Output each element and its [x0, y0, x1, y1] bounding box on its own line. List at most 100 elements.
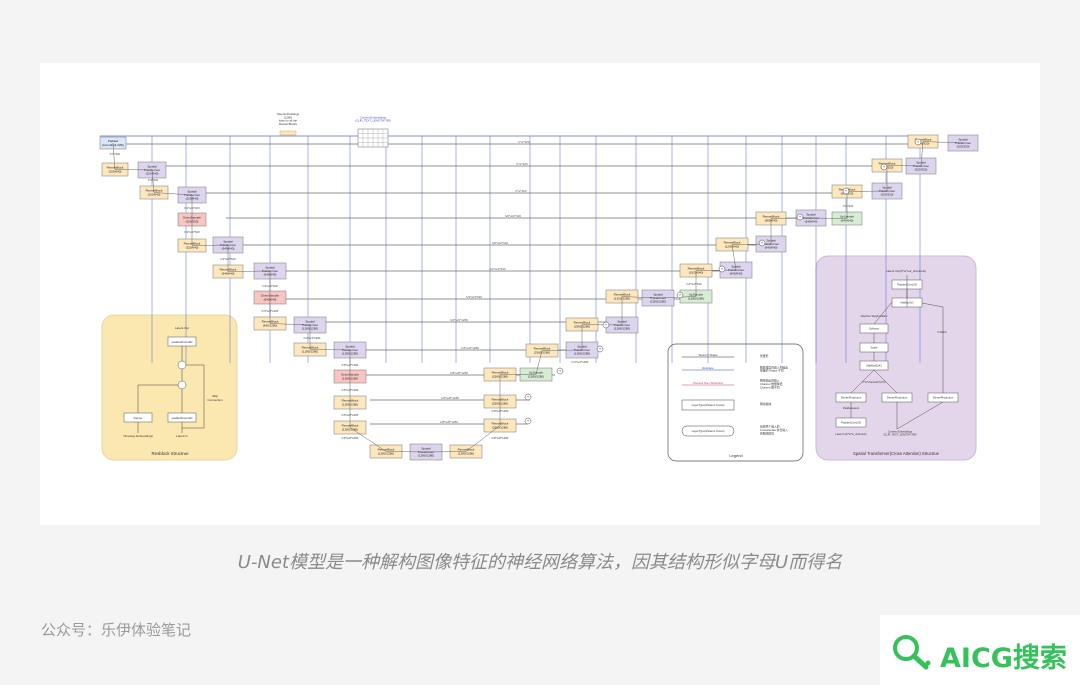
- chain-arrow: [114, 169, 153, 171]
- resblock-panel-title: Resblock Structrue: [151, 451, 189, 456]
- chain-arrow: [541, 349, 583, 351]
- skip-shape-label: h/2*w/2*640: [492, 241, 509, 245]
- resblock-padded-conv-bottom-label: paddedConv2D: [172, 416, 194, 420]
- shape-label: h/2*w/2*640: [220, 257, 236, 261]
- chain-arrow: [153, 192, 193, 196]
- legend-description: 数据维度在输入到输出张量的 Shape 不同: [760, 365, 788, 372]
- shape-label: h*w*320: [843, 204, 854, 208]
- context-embedding-label: Context Embeddings(CLIP_TEXT_LENGTH*768): [355, 115, 391, 122]
- block-label-rb2: ResnetBlock(320/640): [146, 189, 163, 197]
- skip-shape-label: h/2*w/2*640: [489, 267, 506, 271]
- spatial-box-label-softmax: Softmax: [869, 327, 880, 331]
- resblock-add-node: [177, 360, 187, 370]
- concat-plus: +: [559, 368, 562, 373]
- chain-arrow: [695, 269, 737, 271]
- chain-arrow: [810, 217, 848, 219]
- concat-plus: +: [883, 164, 886, 169]
- shape-label: h/2*w/2*320: [184, 206, 200, 210]
- block-label-urb2: ResnetBlock(2560/1280): [492, 398, 509, 406]
- block-label-urb4: ResnetBlock(2560/1280): [534, 347, 551, 355]
- concat-node: [718, 265, 726, 273]
- unet-diagram: h*w*320 h*w*320 h*w*320 h/2*w/2*320 h/2*w/2*…: [99, 112, 979, 462]
- chain-arrow: [581, 324, 623, 326]
- chain-arrow: [922, 141, 964, 144]
- shape-label: h/4*w/4*1280: [262, 309, 279, 313]
- chain-arrow: [349, 427, 387, 452]
- skip-shape-label: h*w*320: [515, 189, 527, 193]
- concat-plus: +: [917, 139, 920, 144]
- concat-plus: +: [761, 240, 764, 245]
- resblock-panel: [101, 314, 238, 461]
- chain-arrow: [731, 244, 737, 271]
- concat-node: [676, 291, 684, 299]
- concat-node: [524, 417, 532, 425]
- chain-arrow: [846, 190, 888, 192]
- spatial-box-label-dense3: DenseProjection: [933, 396, 954, 400]
- skip-shape-label: h*w*320: [518, 140, 530, 144]
- block-label-urb8: ResnetBlock(1280/640): [724, 241, 741, 249]
- concat-node: [842, 187, 850, 195]
- block-label-mrb2: ResnetBlock(1280/1280): [458, 448, 475, 456]
- skip-shape-label: h/2*w/2*320: [505, 214, 522, 218]
- shape-label: h/2*w/2*640: [184, 230, 200, 234]
- legend-sample: Tensor's Shape: [698, 353, 718, 357]
- shape-label: h/8*w/8*1280: [342, 436, 359, 440]
- shape-label: h/4*w/4*1280: [304, 336, 321, 340]
- shape-label: h/8*w/8*1280: [492, 409, 509, 413]
- chain-arrow: [151, 169, 155, 193]
- legend-sample: LayerType(Params Count): [692, 429, 725, 433]
- chain-arrow: [112, 142, 116, 170]
- spatial-panel-title: Spatial Transformer(Cross Attention) Str…: [853, 451, 940, 456]
- resblock-add-node: [177, 380, 187, 390]
- concat-plus: +: [845, 188, 848, 193]
- chain-arrow: [425, 451, 467, 453]
- concat-node: [556, 367, 564, 375]
- block-label-rb4: ResnetBlock(640/640): [220, 268, 237, 276]
- chain-arrow: [657, 296, 697, 299]
- chain-arrow: [385, 451, 427, 453]
- block-label-rb7: ResnetBlock(1280/1280): [342, 399, 359, 407]
- spatial-latent-in: Latent In(h*w*in_channels): [835, 432, 866, 436]
- chain-arrow: [621, 296, 659, 299]
- concat-node: [602, 321, 610, 329]
- shape-label: h/4*w/4*640: [262, 284, 278, 288]
- spatial-reshape-label: h*w*channels*(w*h): [863, 380, 886, 384]
- logo-text: AICG搜索: [940, 643, 1067, 674]
- chain-arrow: [269, 323, 311, 326]
- spatial-arrow: [873, 301, 893, 325]
- spatial-attention-weight: Attention Weight Matrix: [861, 314, 888, 318]
- shape-label: h/4*w/4*1280: [572, 360, 589, 364]
- legend-sample: Channel Num Reduction: [693, 381, 724, 385]
- spatial-box-label-matmul_qk: MatMul(QK): [866, 364, 881, 368]
- concat-node: [880, 163, 888, 171]
- block-label-rb8: ResnetBlock(1280/1280): [342, 424, 359, 432]
- image-caption: U-Net模型是一种解构图像特征的神经网络算法，因其结构形似字母U而得名: [237, 552, 843, 573]
- chain-arrow: [309, 349, 351, 351]
- legend-block-sample: [681, 399, 735, 411]
- skip-shape-label: h/8*w/8*1280: [440, 420, 458, 424]
- shape-label: h/8*w/8*1280: [342, 363, 359, 367]
- logo-backdrop: [880, 615, 1080, 685]
- magnifier-logo-icon: [893, 635, 931, 670]
- resblock-padded-conv-top-label: paddedConv2D: [172, 340, 194, 344]
- chain-arrow: [770, 217, 812, 219]
- block-label-rb6: ResnetBlock(1280/1280): [302, 346, 319, 354]
- skip-shape-label: h/4*w/4*1280: [461, 346, 479, 350]
- concat-node: [596, 345, 604, 353]
- spatial-arrow: [896, 401, 944, 430]
- block-label-rb5: ResnetBlock(640/1280): [262, 320, 279, 328]
- spatial-v-matrix: V Matrix: [937, 330, 947, 334]
- concat-node: [796, 213, 804, 221]
- concat-node: [914, 138, 922, 146]
- spatial-box-label-dense1: DenseProjection: [841, 396, 862, 400]
- spatial-arrow: [850, 369, 875, 394]
- resblock-timestep-label: Timestep Embeddings: [123, 434, 153, 438]
- spatial-context: Context Embeddings(CLIP_TEXT_LENGTH*768): [884, 429, 917, 436]
- account-label: 公众号：乐伊体验笔记: [41, 621, 192, 639]
- chain-arrow: [465, 425, 501, 452]
- legend-title: Legend: [729, 453, 742, 458]
